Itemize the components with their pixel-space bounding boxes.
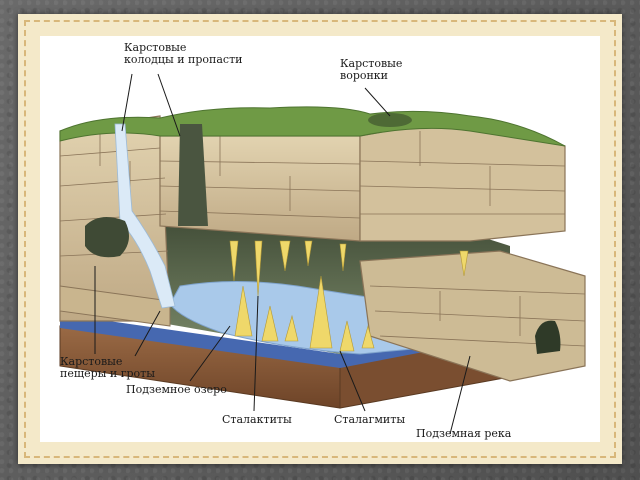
frame-dashed-border — [24, 20, 616, 458]
karst-well-shaft — [178, 124, 208, 226]
label-karst-caves: Карстовые пещеры и гроты — [60, 356, 155, 380]
waterfall — [114, 123, 176, 309]
stalactites-group — [229, 240, 469, 297]
label-karst-funnels: Карстовые воронки — [340, 58, 402, 82]
label-karst-caves-line2: пещеры и гроты — [60, 367, 155, 380]
river-bed-blue — [60, 314, 340, 368]
label-underground-river: Подземная река — [416, 427, 512, 440]
grass-surface — [59, 106, 566, 147]
label-karst-wells-line2: колодцы и пропасти — [124, 53, 243, 66]
label-karst-caves-line1: Карстовые — [60, 355, 123, 368]
label-karst-wells-line1: Карстовые — [124, 41, 187, 54]
karst-funnel — [368, 113, 412, 127]
label-stalagmites: Сталагмиты — [334, 413, 406, 426]
label-karst-wells: Карстовые колодцы и пропасти — [124, 42, 243, 66]
label-karst-funnels-line1: Карстовые — [340, 57, 403, 70]
leader-lines — [94, 73, 471, 435]
grotto-left — [85, 217, 129, 258]
rock-block-front-left — [59, 285, 171, 327]
karst-block-diagram — [59, 73, 586, 435]
slide-frame: Карстовые колодцы и пропасти Карстовые в… — [18, 14, 622, 464]
stalagmites-group — [234, 275, 375, 352]
diagram-panel: Карстовые колодцы и пропасти Карстовые в… — [40, 36, 600, 442]
label-karst-funnels-line2: воронки — [340, 69, 389, 82]
label-underground-lake: Подземное озеро — [126, 383, 227, 396]
label-stalactites: Сталактиты — [222, 413, 292, 426]
grotto-right — [535, 320, 561, 354]
